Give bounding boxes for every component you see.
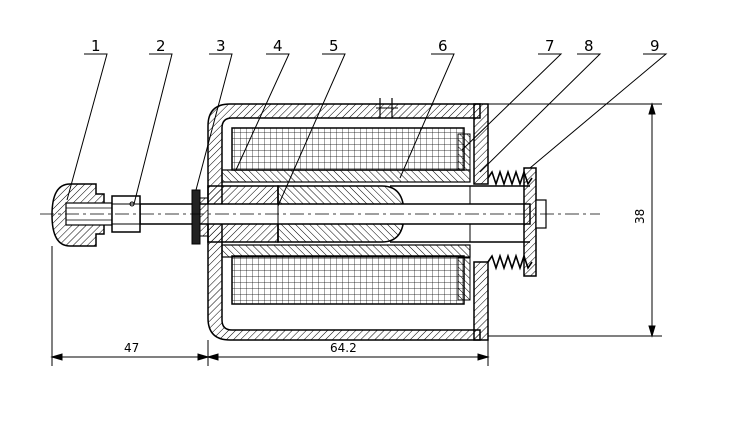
part-label-6: 6 bbox=[438, 37, 448, 55]
dimension-diameter-value: 38 bbox=[633, 209, 647, 224]
part-label-4: 4 bbox=[273, 37, 283, 55]
part-label-7: 7 bbox=[545, 37, 555, 55]
part-label-9: 9 bbox=[650, 37, 660, 55]
dimension-left bbox=[50, 246, 210, 366]
part-label-8: 8 bbox=[584, 37, 594, 55]
part-label-2: 2 bbox=[156, 37, 166, 55]
part-label-3: 3 bbox=[216, 37, 226, 55]
leader-lines bbox=[66, 53, 668, 207]
part-label-5: 5 bbox=[329, 37, 339, 55]
dimension-diameter bbox=[488, 102, 662, 338]
end-nut bbox=[51, 183, 113, 247]
part-labels: 1 2 3 4 5 6 7 8 9 bbox=[91, 37, 660, 55]
washer bbox=[191, 189, 209, 245]
dimension-body-value: 64.2 bbox=[330, 341, 357, 355]
coil bbox=[221, 127, 471, 305]
dimension-left-value: 47 bbox=[124, 341, 139, 355]
housing bbox=[207, 98, 489, 341]
end-plate bbox=[523, 167, 547, 277]
dimension-body bbox=[206, 340, 490, 366]
part-label-1: 1 bbox=[91, 37, 101, 55]
